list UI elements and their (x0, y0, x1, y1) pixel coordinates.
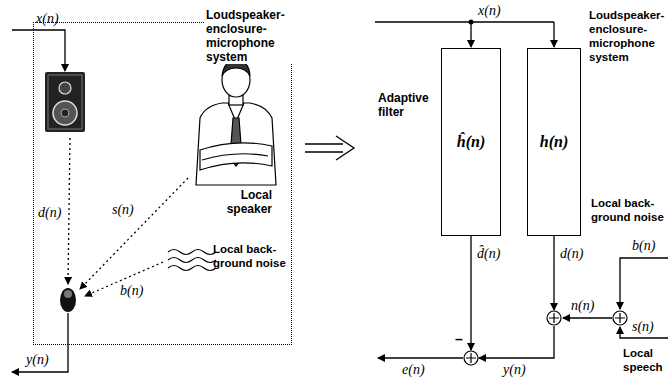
noise-wire (620, 258, 668, 309)
transform-arrow (305, 136, 354, 160)
wave (168, 250, 216, 255)
signal-name: d̂(n) (477, 246, 500, 261)
sum-circle (464, 351, 478, 365)
plus-sign (615, 313, 625, 323)
caption-label: Local back-ground noise (213, 242, 291, 270)
woofer (53, 101, 77, 125)
plus-sign (466, 353, 476, 363)
estimate-wire (470, 236, 471, 350)
right-signal-wires (375, 22, 668, 358)
system-heading: Loudspeaker-enclosure-microphone system (204, 8, 294, 64)
signal-name: s(n) (632, 319, 654, 334)
output-wire (12, 313, 68, 372)
input-wire (553, 22, 554, 47)
sum-junctions (464, 311, 627, 365)
plus-sign (549, 313, 559, 323)
error-wire (378, 357, 463, 358)
tweeter (59, 82, 71, 94)
left-signal-wires (12, 30, 188, 372)
speaker-face (48, 75, 82, 129)
mic-body (60, 288, 76, 312)
echo-path (68, 138, 70, 284)
signal-name: b(n) (120, 283, 143, 298)
double-head (336, 136, 354, 160)
sum-circle (547, 311, 561, 325)
noise-waves (168, 250, 216, 271)
signal-name: b(n) (632, 238, 655, 253)
signal-name: y(n) (503, 362, 526, 377)
local-speaker-figure (196, 61, 276, 185)
signal-name: y(n) (26, 352, 49, 367)
loudspeaker-icon (45, 72, 85, 132)
speaker-cabinet (45, 72, 85, 132)
microphone-icon (60, 288, 76, 312)
filter-box: Loudspeaker-enclosure-microphone systemh… (527, 48, 581, 236)
woofer-cap (61, 109, 69, 117)
sum-circle (613, 311, 627, 325)
noise-sum-wire (563, 317, 612, 318)
system-heading: Loudspeaker-enclosure-microphone system (589, 8, 669, 64)
signal-name: d(n) (560, 246, 583, 261)
system-enclosure: Loudspeaker-enclosure-microphone system (33, 22, 292, 345)
signal-name: s(n) (112, 202, 134, 217)
speech-path (80, 178, 188, 289)
mic-wire (479, 326, 554, 358)
double-shaft (305, 144, 343, 152)
signal-name: x(n) (478, 3, 501, 18)
branch-dot (469, 20, 474, 25)
signal-name: x(n) (36, 11, 59, 26)
caption-label: – (455, 332, 463, 346)
crossed-arms (200, 143, 272, 170)
wave (168, 258, 216, 263)
impulse-response: h(n) (540, 133, 568, 151)
input-wire (470, 22, 471, 47)
torso (196, 103, 276, 185)
signal-name: e(n) (402, 362, 425, 377)
signal-name: n(n) (571, 298, 594, 313)
filter-heading: Adaptive filter (378, 91, 436, 119)
arm-fold (202, 154, 268, 160)
wave (168, 266, 216, 271)
caption-label: Local speech (623, 346, 667, 374)
mic-grille (64, 290, 72, 298)
impulse-response: ĥ(n) (457, 133, 485, 151)
input-wire (375, 21, 554, 22)
caption-label: Local back-ground noise (591, 196, 667, 224)
input-wire (12, 30, 65, 71)
echo-wire (553, 236, 554, 310)
signal-name: d(n) (38, 205, 61, 220)
caption-label: Local speaker (210, 188, 272, 216)
filter-box: Adaptive filterĥ(n) (441, 48, 501, 236)
